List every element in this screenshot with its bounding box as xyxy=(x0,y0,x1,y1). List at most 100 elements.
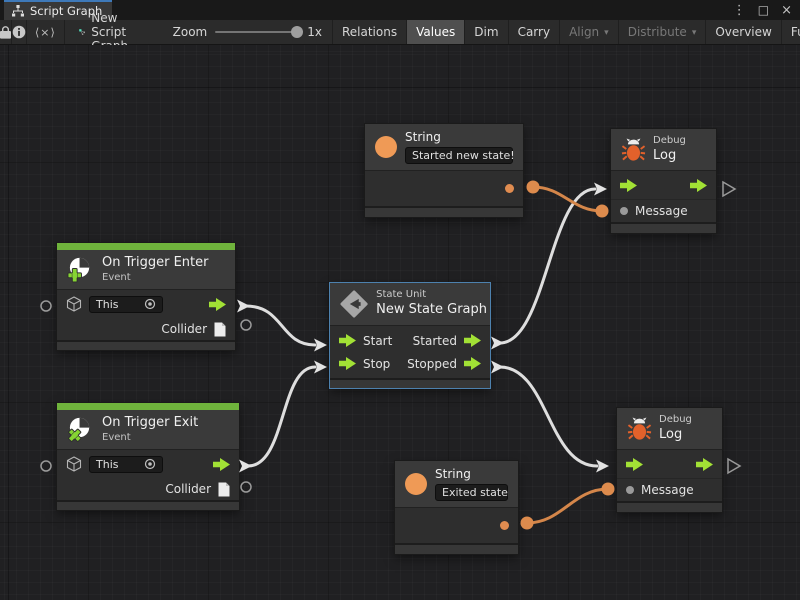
graph-icon xyxy=(12,5,24,17)
node-on-trigger-enter[interactable]: On Trigger Enter Event This Collide xyxy=(57,243,235,351)
target-picker-icon[interactable] xyxy=(144,298,156,310)
overview-button[interactable]: Overview xyxy=(705,20,781,44)
flow-output-port[interactable] xyxy=(209,297,226,311)
collider-port-label: Collider xyxy=(165,482,211,497)
gameobject-cube-icon xyxy=(66,456,82,472)
node-header: On Trigger Exit Event xyxy=(57,410,239,451)
tab-label: Script Graph xyxy=(30,4,103,18)
flow-input-port[interactable] xyxy=(339,357,356,370)
port-row-collider: Collider xyxy=(57,478,239,500)
info-icon xyxy=(12,25,26,39)
align-dropdown[interactable]: Align ▾ xyxy=(559,20,618,44)
event-accent-bar xyxy=(57,403,239,410)
collider-output-port[interactable] xyxy=(240,481,252,493)
message-port-label: Message xyxy=(635,204,688,219)
node-footer xyxy=(330,378,490,388)
message-input-port[interactable] xyxy=(620,207,628,216)
port-row-output xyxy=(365,171,523,206)
node-debug-log-top[interactable]: Debug Log Message xyxy=(611,129,716,234)
node-title: New State Graph xyxy=(376,302,488,318)
toggle-dim[interactable]: Dim xyxy=(464,20,507,44)
flow-output-port[interactable] xyxy=(213,457,230,471)
toggle-relations[interactable]: Relations xyxy=(331,20,406,44)
string-value-field[interactable]: Exited state xyxy=(435,484,508,501)
window-menu-icon[interactable]: ⋮ xyxy=(732,2,746,18)
stop-port-label: Stop xyxy=(363,356,391,371)
on-trigger-exit-icon xyxy=(68,418,90,442)
fullscreen-button[interactable]: Full Scr xyxy=(780,20,800,44)
node-type-label: Debug xyxy=(659,414,692,425)
node-string-bottom[interactable]: String Exited state xyxy=(395,461,518,554)
lock-button[interactable] xyxy=(0,20,12,44)
node-footer xyxy=(57,340,235,351)
node-title: String xyxy=(405,130,441,144)
wire-enter-to-start[interactable] xyxy=(244,304,317,347)
state-unit-icon xyxy=(340,290,368,318)
unconnected-flow-port[interactable] xyxy=(722,180,737,198)
wire-stopped-to-log[interactable] xyxy=(498,365,599,468)
string-type-icon xyxy=(405,473,427,495)
debug-bug-icon xyxy=(627,417,652,440)
node-title: On Trigger Enter xyxy=(102,255,209,270)
wire-exit-to-stop[interactable] xyxy=(246,365,317,468)
node-title: Log xyxy=(659,427,683,442)
this-field[interactable]: This xyxy=(89,295,163,313)
toggle-carry[interactable]: Carry xyxy=(507,20,560,44)
node-footer xyxy=(617,501,722,513)
string-value-field[interactable]: Started new state! xyxy=(405,147,515,164)
flow-input-port[interactable] xyxy=(626,457,643,471)
graph-canvas[interactable]: On Trigger Enter Event This Collide xyxy=(0,45,800,600)
stopped-port-label: Stopped xyxy=(407,356,457,371)
zoom-slider[interactable] xyxy=(215,26,304,38)
tab-script-graph[interactable]: Script Graph xyxy=(4,0,112,20)
toolbar-toggle-group: Relations Values Dim Carry Align ▾ Distr… xyxy=(331,20,800,44)
node-title: String xyxy=(435,467,471,481)
code-preview-button[interactable]: ⟨×⟩ xyxy=(27,20,65,44)
info-button[interactable] xyxy=(12,20,27,44)
chevron-down-icon: ▾ xyxy=(691,28,697,38)
node-footer xyxy=(57,500,239,511)
flow-output-port[interactable] xyxy=(464,357,481,370)
flow-output-port[interactable] xyxy=(696,457,713,471)
script-graph-icon xyxy=(79,29,85,35)
document-icon xyxy=(214,322,226,337)
debug-bug-icon xyxy=(621,138,646,161)
node-on-trigger-exit[interactable]: On Trigger Exit Event This Collider xyxy=(57,403,239,511)
target-picker-icon[interactable] xyxy=(144,458,156,470)
wire-string-to-message-top[interactable] xyxy=(531,185,604,213)
node-debug-log-bottom[interactable]: Debug Log Message xyxy=(617,408,722,513)
value-output-port[interactable] xyxy=(505,184,514,193)
unconnected-input-port[interactable] xyxy=(40,300,52,312)
node-state-unit[interactable]: State Unit New State Graph Start Started xyxy=(329,282,491,389)
wire-endpoint-dots xyxy=(520,180,615,530)
node-header: On Trigger Enter Event xyxy=(57,250,235,291)
toggle-values[interactable]: Values xyxy=(406,20,465,44)
flow-input-port[interactable] xyxy=(339,334,356,347)
close-icon[interactable]: × xyxy=(781,2,792,18)
node-footer xyxy=(365,206,523,217)
node-string-top[interactable]: String Started new state! xyxy=(365,124,523,217)
message-input-port[interactable] xyxy=(626,486,634,495)
zoom-slider-knob[interactable] xyxy=(291,26,304,38)
collider-output-port[interactable] xyxy=(240,319,252,331)
flow-input-port[interactable] xyxy=(620,178,637,192)
node-type-label: State Unit xyxy=(376,289,427,301)
node-title: Log xyxy=(653,148,677,163)
port-row-source: This xyxy=(57,450,239,478)
wire-string-to-message-bottom[interactable] xyxy=(525,487,610,525)
zoom-group: Zoom 1x xyxy=(147,20,332,44)
node-header: Debug Log xyxy=(617,408,722,451)
maximize-icon[interactable]: □ xyxy=(757,3,770,17)
this-field[interactable]: This xyxy=(89,455,163,473)
flow-output-port[interactable] xyxy=(464,334,481,347)
distribute-dropdown[interactable]: Distribute ▾ xyxy=(617,20,706,44)
flow-output-port[interactable] xyxy=(690,178,707,192)
value-output-port[interactable] xyxy=(500,521,509,530)
node-subtitle: Event xyxy=(102,272,131,284)
unconnected-input-port[interactable] xyxy=(40,460,52,472)
node-subtitle: Event xyxy=(102,432,131,444)
unconnected-flow-port[interactable] xyxy=(727,457,742,475)
started-port-label: Started xyxy=(412,333,457,348)
port-row-output xyxy=(395,508,518,543)
zoom-label: Zoom xyxy=(172,25,208,39)
